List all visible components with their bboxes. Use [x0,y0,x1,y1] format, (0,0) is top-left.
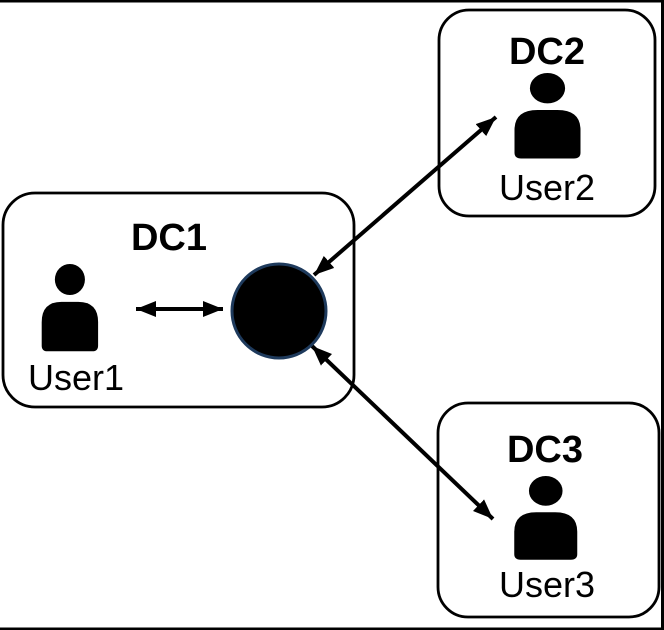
dc1-title: DC1 [131,217,207,259]
arrow-hub-dc2 [312,115,498,277]
user3-label: User3 [499,564,595,605]
frame-right-border [661,0,664,630]
dc2-title: DC2 [509,31,585,73]
user1-label: User1 [28,357,124,398]
frame-top-border [0,0,664,3]
dc3-title: DC3 [507,429,583,471]
central-hub-circle [230,262,328,360]
arrow-hub-dc3 [310,344,495,521]
user2-label: User2 [499,167,595,208]
frame-bottom-border [0,627,664,630]
